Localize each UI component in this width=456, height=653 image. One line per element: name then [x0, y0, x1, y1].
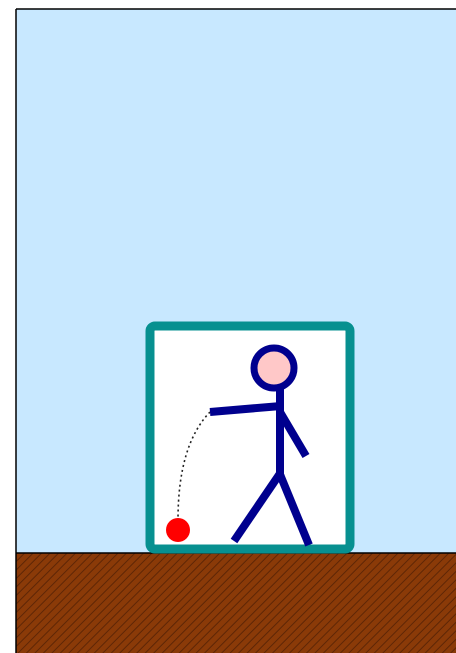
ground-strip — [16, 553, 456, 653]
figure-head — [254, 348, 294, 388]
ball-icon — [166, 518, 190, 542]
